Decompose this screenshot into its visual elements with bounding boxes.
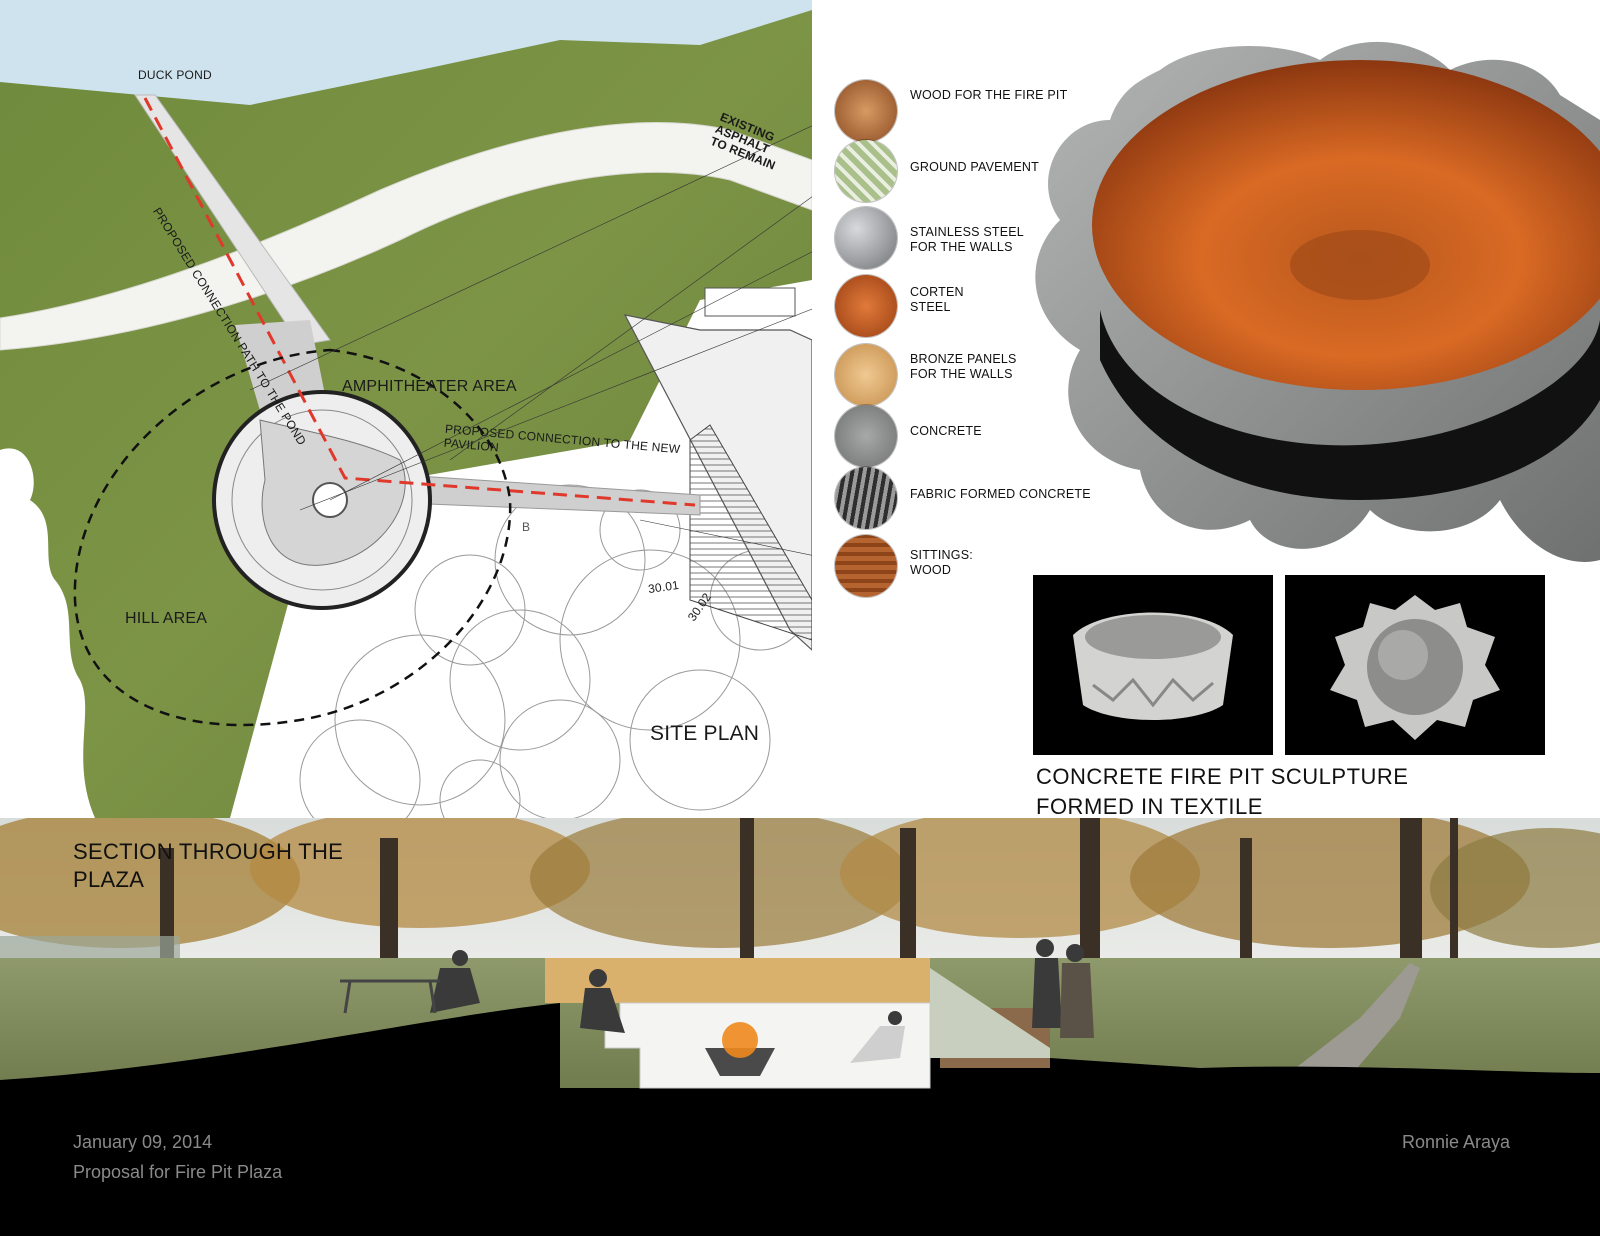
thumbnail-side-drawing	[1073, 612, 1233, 720]
amphitheater-ring	[231, 409, 413, 591]
site-plan-title: SITE PLAN	[650, 722, 760, 745]
tree-canopy-left	[0, 448, 95, 818]
material-label: WOOD FOR THE FIRE PIT	[910, 88, 1068, 102]
corten-steel-swatch	[835, 275, 897, 337]
hill-area-label: HILL AREA	[125, 610, 208, 627]
amphitheater-area-label: AMPHITHEATER AREA	[342, 378, 517, 395]
footer-project: Proposal for Fire Pit Plaza	[73, 1162, 283, 1182]
shell-underside-shadow	[1100, 310, 1600, 500]
proposed-route-line	[143, 97, 696, 507]
wood-fire-pit-swatch	[835, 80, 897, 142]
site-plan: DUCK POND PROPOSED CONNECTION PATH TO TH…	[0, 0, 812, 818]
autumn-trees	[0, 818, 1600, 948]
sittings-wood-swatch	[835, 535, 897, 597]
fire-pit-thumbnail-side	[1033, 575, 1273, 755]
bronze-panels-swatch	[835, 344, 897, 406]
section-title: SECTION THROUGH THE PLAZA	[73, 839, 344, 892]
picnic-table	[340, 979, 440, 1014]
fabric-formed-concrete-swatch	[835, 467, 897, 529]
material-label: STAINLESS STEEL FOR THE WALLS	[910, 225, 1024, 254]
material-label: CORTEN STEEL	[910, 285, 964, 314]
right-bank	[930, 968, 1050, 1058]
material-label: GROUND PAVEMENT	[910, 160, 1039, 174]
corten-bowl	[1092, 60, 1600, 390]
pavilion-hatch	[689, 424, 812, 641]
material-label: FABRIC FORMED CONCRETE	[910, 487, 1091, 501]
site-plan-drawing	[0, 0, 812, 818]
marker-b: B	[522, 520, 531, 534]
ground-pavement-swatch	[835, 140, 897, 202]
section-ground	[0, 968, 1600, 1236]
plaza-section	[0, 818, 1600, 1236]
material-label: CONCRETE	[910, 424, 982, 438]
fire-flame	[722, 1022, 758, 1058]
material-leader-lines	[249, 125, 812, 556]
path-to-pond	[134, 94, 331, 346]
pavilion-roof	[704, 287, 796, 317]
duck-pond-label: DUCK POND	[138, 68, 212, 82]
stainless-steel-swatch	[835, 207, 897, 269]
material-label: SITTINGS: WOOD	[910, 548, 973, 577]
fire-pit-caption: CONCRETE FIRE PIT SCULPTURE FORMED IN TE…	[1036, 764, 1409, 819]
people	[430, 939, 1094, 1063]
park-path	[1270, 963, 1420, 1088]
footer-date: January 09, 2014	[73, 1132, 213, 1152]
fire-pit-render	[1020, 0, 1600, 585]
material-label: BRONZE PANELS FOR THE WALLS	[910, 352, 1017, 381]
section-drawing	[0, 818, 1600, 1236]
hill-area-boundary	[73, 348, 512, 727]
concrete-swatch	[835, 405, 897, 467]
thumbnail-top-drawing	[1330, 595, 1500, 740]
fire-pit-thumbnail-top	[1285, 575, 1545, 755]
trees-area-background	[230, 280, 812, 818]
bowl-center	[1290, 230, 1430, 300]
section-fire-pit	[705, 1048, 775, 1076]
fire-pit-render-drawing	[1035, 41, 1600, 562]
footer-author: Ronnie Araya	[1402, 1132, 1511, 1152]
